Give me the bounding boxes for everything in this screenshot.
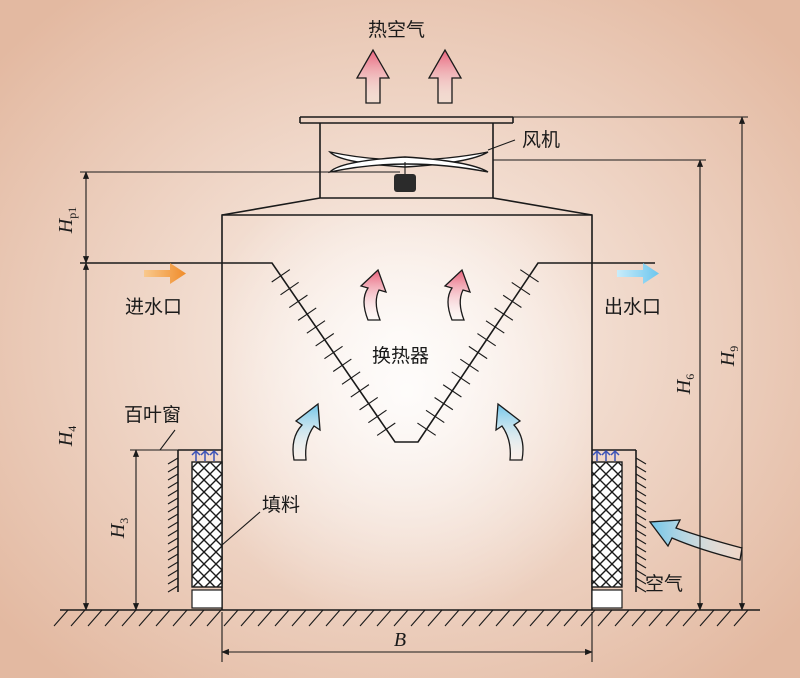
louver-label: 百叶窗 [124,404,181,426]
left-nozzles [191,449,219,461]
inlet-label: 进水口 [125,296,182,318]
hot-air-arrows [355,48,463,104]
left-basin [191,589,223,609]
dim-h6-label: H6 [673,374,697,395]
outlet-label: 出水口 [604,296,661,318]
ground [53,609,760,627]
inner-hot-arrows [359,268,472,321]
up-arrow-icon [427,48,463,104]
fan-label: 风机 [522,129,560,151]
outlet-arrow-icon [617,263,659,284]
hot-air-label: 热空气 [368,19,425,41]
left-fill-block [167,449,223,609]
curved-arrow-icon [359,268,388,321]
curved-arrow-icon [495,402,524,461]
inner-cool-arrows [292,402,524,461]
air-inflow-arrow-icon [648,519,743,561]
dim-h3-label: H3 [107,518,131,539]
up-arrow-icon [355,48,391,104]
right-nozzles [592,449,620,461]
dimension-lines [80,116,748,662]
inner-glow [222,215,592,610]
dim-h9-label: H9 [717,346,741,367]
heat-exchanger-label: 换热器 [372,345,429,367]
heat-exchanger [80,262,655,443]
fan-icon [328,150,489,192]
dim-h4-label: H4 [55,426,79,447]
fan-motor [394,174,416,192]
curved-arrow-icon [443,268,472,321]
curved-arrow-icon [292,402,321,461]
right-basin [591,589,623,609]
air-label: 空气 [645,573,683,595]
inlet-arrow-icon [144,263,186,284]
right-fill-block [591,449,647,609]
dim-b-label: B [394,629,406,651]
dim-hp1-label: Hp1 [55,207,79,234]
tower-body [221,197,593,610]
fill-label: 填料 [262,494,300,516]
